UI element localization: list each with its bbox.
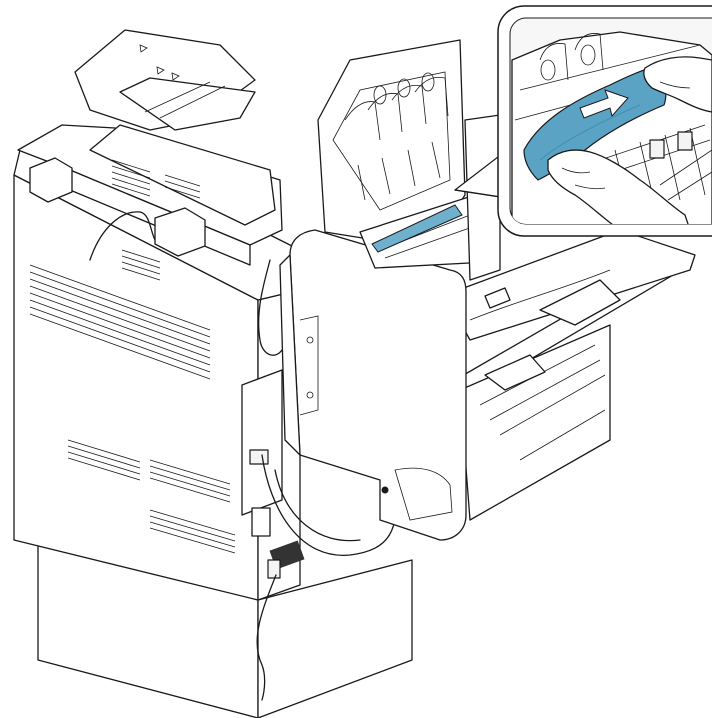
printer-body bbox=[13, 29, 413, 718]
triangle-marker-icon bbox=[156, 66, 165, 75]
hand-icon bbox=[643, 56, 712, 113]
roller-icon bbox=[397, 78, 411, 98]
roller-icon bbox=[649, 139, 665, 159]
triangle-marker-icon bbox=[139, 44, 148, 53]
connector-port-icon bbox=[251, 507, 271, 537]
arrow-right-icon bbox=[579, 89, 629, 119]
screw-icon bbox=[306, 336, 314, 344]
roller-icon bbox=[677, 131, 693, 151]
jammed-paper-sheet bbox=[371, 204, 463, 253]
connector-port-icon bbox=[249, 449, 269, 465]
magnified-callout bbox=[454, 5, 712, 237]
roller-icon bbox=[421, 72, 435, 92]
finisher-unit bbox=[279, 39, 696, 541]
vent-grille bbox=[29, 159, 236, 554]
connector-icon bbox=[381, 486, 389, 494]
screw-icon bbox=[306, 391, 314, 399]
roller-icon bbox=[373, 85, 387, 105]
triangle-marker-icon bbox=[171, 72, 180, 81]
paper-sheet-icon bbox=[523, 64, 667, 181]
hinge-block bbox=[154, 207, 206, 257]
cable-plug-icon bbox=[267, 559, 281, 579]
hinge-block bbox=[29, 157, 73, 203]
roller-icon bbox=[540, 59, 556, 81]
hand-icon bbox=[547, 149, 691, 224]
cover-ribs bbox=[344, 76, 449, 201]
roller-icon bbox=[580, 44, 596, 66]
